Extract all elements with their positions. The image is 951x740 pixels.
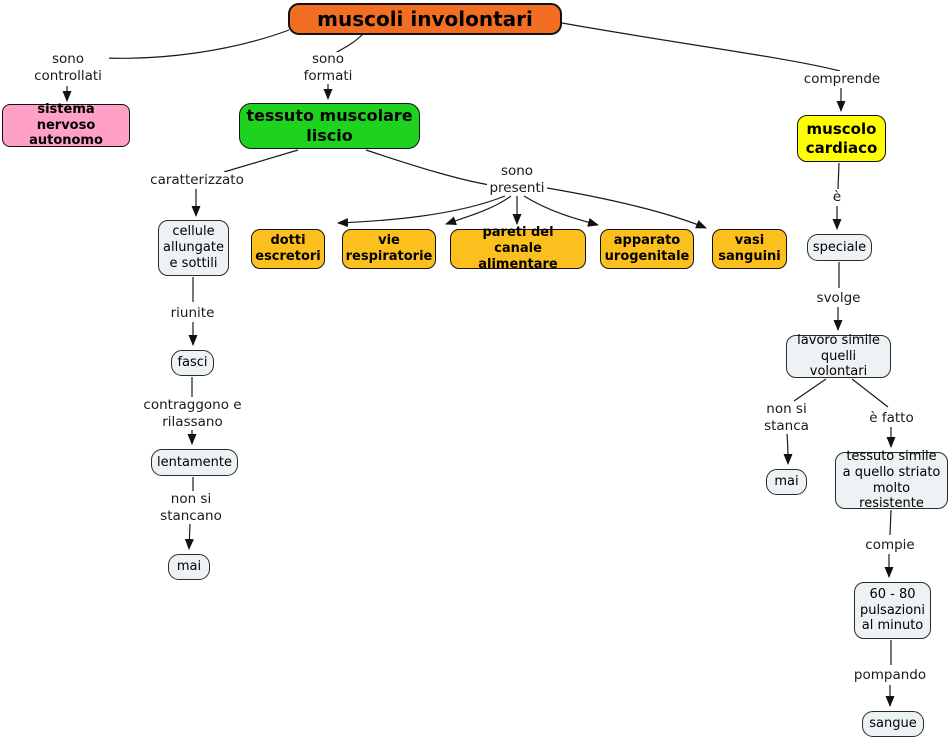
- link-e-fatto[interactable]: è fatto: [868, 409, 915, 426]
- node-vie-respiratorie[interactable]: vie respiratorie: [342, 229, 436, 269]
- node-muscolo-cardiaco[interactable]: muscolo cardiaco: [797, 115, 886, 162]
- link-svolge[interactable]: svolge: [815, 289, 862, 306]
- edge-lavoro-to-nonsistanca: [793, 378, 827, 402]
- edge-nonsistancano-to-mai: [184, 523, 194, 550]
- link-riunite[interactable]: riunite: [166, 305, 219, 321]
- link-non-si-stancano[interactable]: non si stancano: [155, 491, 227, 524]
- edge-tessutostriato-to-compie: [889, 509, 892, 536]
- edge-root-to-sono-controllati: [105, 29, 290, 59]
- link-caratterizzato[interactable]: caratterizzato: [150, 172, 244, 189]
- node-tessuto-striato[interactable]: tessuto simile a quello striato molto re…: [835, 449, 948, 511]
- edge-tessuto-to-caratterizzato: [223, 149, 299, 173]
- link-sono-controllati[interactable]: sono controllati: [27, 51, 109, 84]
- edge-tessuto-to-sono-presenti: [365, 149, 491, 186]
- link-pompando[interactable]: pompando: [853, 666, 927, 683]
- edge-presenti-to-vie: [445, 195, 512, 225]
- node-pareti-canale-alimentare[interactable]: pareti del canale alimentare: [450, 225, 586, 272]
- node-lentamente[interactable]: lentamente: [151, 449, 238, 476]
- node-lavoro-simile[interactable]: lavoro simile quelli volontari: [786, 333, 891, 379]
- edge-lavoro-to-efatto: [851, 378, 889, 408]
- link-compie[interactable]: compie: [865, 536, 915, 553]
- node-tessuto-muscolare-liscio[interactable]: tessuto muscolare liscio: [239, 103, 420, 149]
- link-non-si-stanca[interactable]: non si stanca: [762, 401, 811, 434]
- node-pulsazioni[interactable]: 60 - 80 pulsazioni al minuto: [854, 582, 931, 639]
- node-mai-right[interactable]: mai: [766, 469, 807, 495]
- edge-root-to-comprende: [561, 22, 841, 72]
- link-contraggono-rilassano[interactable]: contraggono e rilassano: [129, 397, 256, 430]
- link-comprende[interactable]: comprende: [803, 71, 881, 88]
- node-sangue[interactable]: sangue: [862, 711, 924, 737]
- edge-cardiaco-to-e: [837, 162, 840, 190]
- link-e[interactable]: è: [830, 189, 844, 205]
- edge-presenti-to-apparato: [523, 195, 599, 227]
- node-apparato-urogenitale[interactable]: apparato urogenitale: [600, 229, 694, 269]
- link-sono-formati[interactable]: sono formati: [295, 51, 361, 84]
- edge-presenti-to-vasi: [546, 187, 707, 229]
- node-fasci[interactable]: fasci: [171, 350, 214, 376]
- node-mai-left[interactable]: mai: [168, 554, 210, 580]
- link-sono-presenti[interactable]: sono presenti: [487, 163, 547, 196]
- node-sistema-nervoso-autonomo[interactable]: sistema nervoso autonomo: [2, 102, 130, 148]
- node-vasi-sanguini[interactable]: vasi sanguini: [712, 229, 787, 269]
- edge-nonsistanca-to-mai: [783, 433, 793, 465]
- edge-presenti-to-dotti: [337, 195, 506, 228]
- node-speciale[interactable]: speciale: [807, 234, 872, 261]
- node-cellule-allungate[interactable]: cellule allungate e sottili: [158, 220, 229, 276]
- node-muscoli-involontari[interactable]: muscoli involontari: [288, 3, 562, 35]
- node-dotti-escretori[interactable]: dotti escretori: [251, 229, 325, 269]
